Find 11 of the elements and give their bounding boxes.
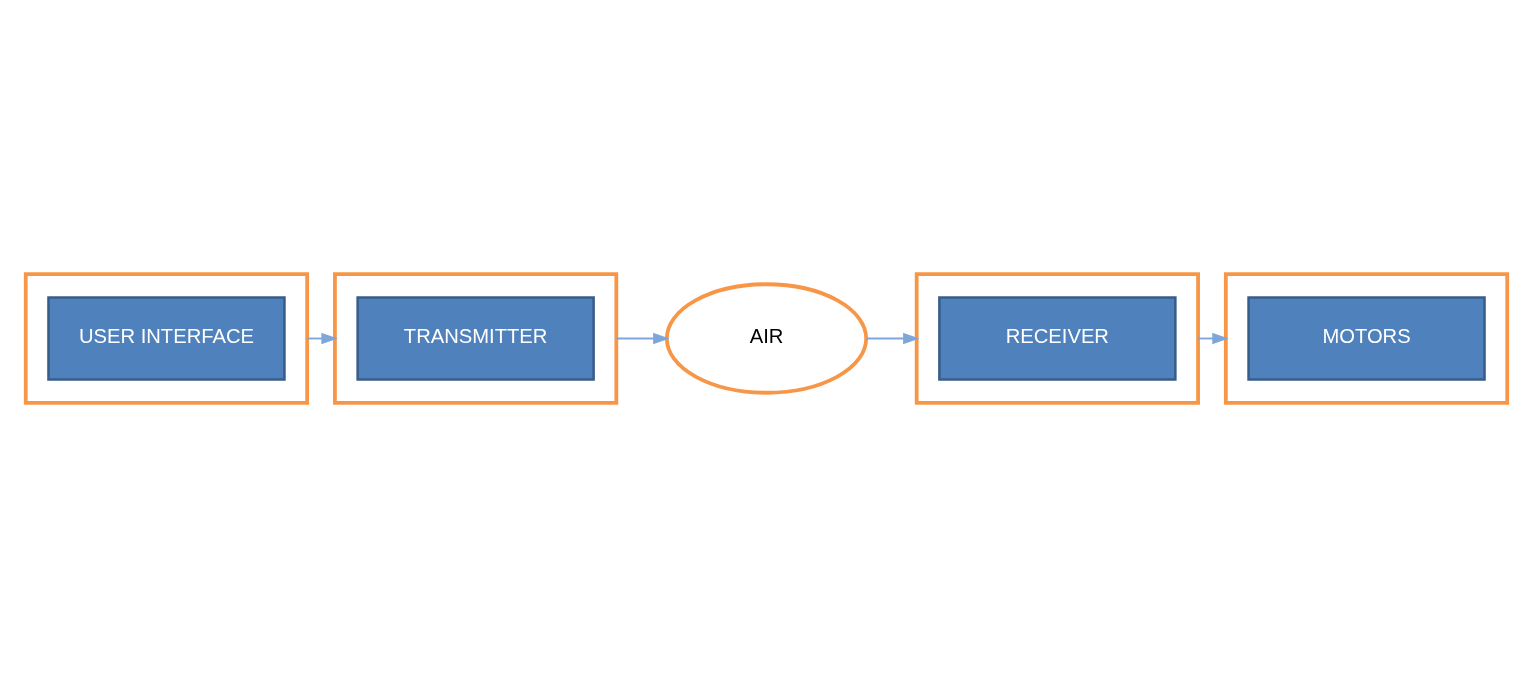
node-box: MOTORS	[1247, 295, 1486, 381]
cluster	[333, 271, 619, 405]
cluster	[1223, 271, 1510, 405]
node-ellipse: AIR	[664, 281, 869, 395]
node-box: RECEIVER	[938, 295, 1177, 381]
cluster	[914, 271, 1200, 405]
node-box: USER INTERFACE	[47, 295, 286, 381]
arrow	[865, 332, 920, 344]
arrow	[615, 332, 670, 344]
cluster	[23, 271, 310, 405]
node-box: TRANSMITTER	[356, 295, 595, 381]
